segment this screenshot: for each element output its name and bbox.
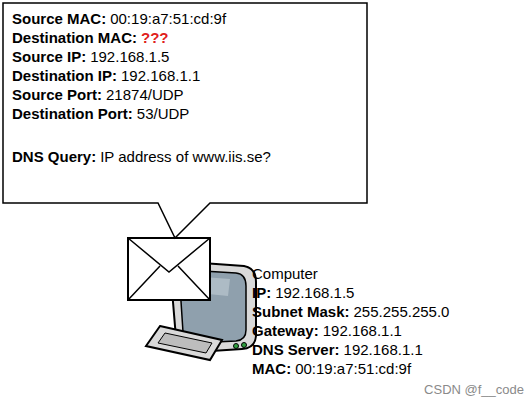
setting-value: 255.255.255.0 — [354, 303, 450, 320]
field-name: Source IP: — [12, 48, 86, 65]
computer-setting: Gateway:192.168.1.1 — [252, 321, 402, 340]
keyboard-keys — [158, 333, 212, 353]
field-name: Source MAC: — [12, 10, 106, 27]
field-row: Source Port:21874/UDP — [12, 85, 271, 104]
callout-bubble — [3, 3, 367, 238]
keyboard — [146, 326, 222, 360]
field-name: Destination IP: — [12, 67, 117, 84]
field-value: IP address of www.iis.se? — [100, 148, 271, 165]
callout-box: Source MAC:00:19:a7:51:cd:9fDestination … — [3, 3, 281, 174]
watermark: CSDN @f__code — [424, 382, 524, 397]
setting-name: MAC: — [252, 360, 291, 377]
setting-name: Subnet Mask: — [252, 303, 350, 320]
field-name: Source Port: — [12, 86, 102, 103]
power-led — [234, 344, 239, 349]
field-name: Destination MAC: — [12, 29, 137, 46]
field-value: 21874/UDP — [106, 86, 184, 103]
field-value: 192.168.1.5 — [90, 48, 169, 65]
spacer-row — [12, 123, 271, 147]
computer-setting: MAC:00:19:a7:51:cd:9f — [252, 359, 411, 378]
field-row: Destination IP:192.168.1.1 — [12, 66, 271, 85]
setting-value: 192.168.1.1 — [323, 322, 402, 339]
power-led — [242, 343, 247, 348]
field-name: DNS Query: — [12, 148, 96, 165]
computer-setting: IP:192.168.1.5 — [252, 283, 354, 302]
field-value: 00:19:a7:51:cd:9f — [110, 10, 226, 27]
computer-setting: Subnet Mask:255.255.255.0 — [252, 302, 449, 321]
setting-value: 192.168.1.1 — [344, 341, 423, 358]
field-row: DNS Query:IP address of www.iis.se? — [12, 147, 271, 166]
setting-value: 00:19:a7:51:cd:9f — [295, 360, 411, 377]
field-row: Destination MAC:??? — [12, 28, 271, 47]
envelope — [128, 238, 210, 300]
field-row: Source MAC:00:19:a7:51:cd:9f — [12, 9, 271, 28]
setting-value: 192.168.1.5 — [275, 284, 354, 301]
computer-setting: DNS Server:192.168.1.1 — [252, 340, 423, 359]
field-row: Source IP:192.168.1.5 — [12, 47, 271, 66]
setting-name: DNS Server: — [252, 341, 340, 358]
field-row: Destination Port:53/UDP — [12, 104, 271, 123]
computer-label: Computer — [252, 264, 318, 283]
envelope-flap — [128, 238, 210, 300]
setting-name: IP: — [252, 284, 271, 301]
field-name: Destination Port: — [12, 105, 133, 122]
field-value: ??? — [141, 29, 169, 46]
field-value: 192.168.1.1 — [121, 67, 200, 84]
field-value: 53/UDP — [137, 105, 190, 122]
setting-name: Gateway: — [252, 322, 319, 339]
